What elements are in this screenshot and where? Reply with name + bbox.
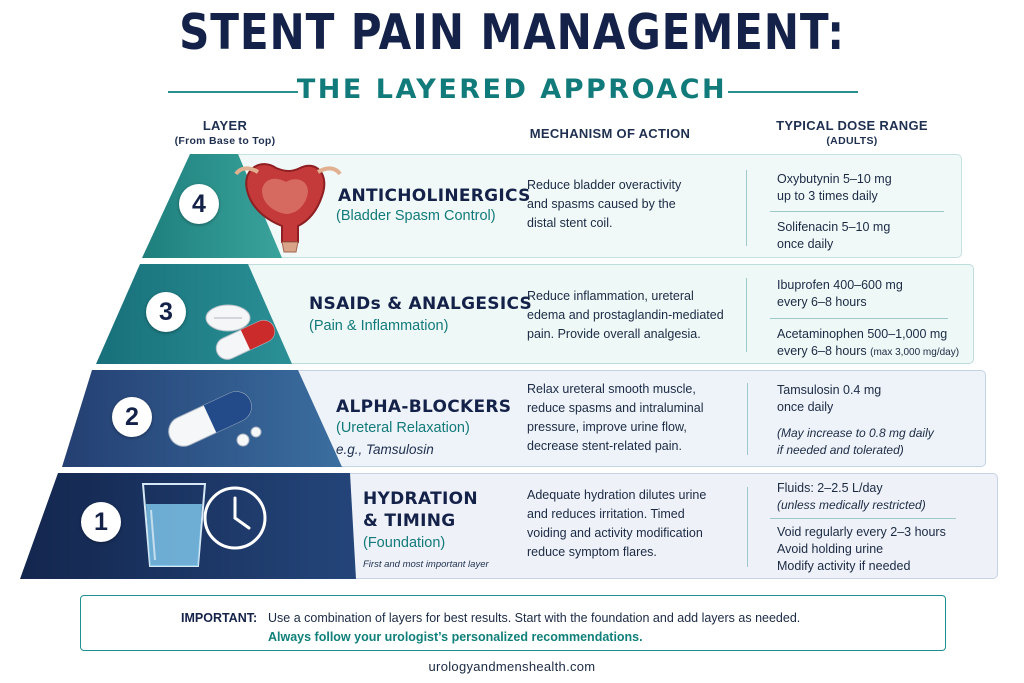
layer-3-divider	[746, 278, 747, 352]
layer-1-dose-separator	[770, 518, 956, 519]
layer-2-number-badge: 2	[112, 397, 152, 437]
layer-1-dose-line: Void regularly every 2–3 hours	[777, 525, 946, 539]
layer-1-dose-b: Void regularly every 2–3 hours Avoid hol…	[777, 524, 946, 575]
layer-3-dose-line: every 6–8 hours	[777, 295, 867, 309]
layer-2-mechanism-line: decrease stent-related pain.	[527, 439, 682, 453]
layer-1-divider	[747, 487, 748, 567]
layer-3-mechanism-line: pain. Provide overall analgesia.	[527, 327, 701, 341]
layer-1-number-badge: 1	[81, 502, 121, 542]
layer-4-mechanism-line: distal stent coil.	[527, 216, 613, 230]
layer-3-subtitle: (Pain & Inflammation)	[309, 318, 449, 334]
subtitle-divider-left	[168, 91, 298, 93]
layer-1-name-line: & TIMING	[363, 511, 456, 531]
layer-4-divider	[746, 170, 747, 246]
layer-4-dose-line: Solifenacin 5–10 mg	[777, 220, 891, 234]
layer-4-subtitle: (Bladder Spasm Control)	[336, 208, 496, 224]
layer-2-subtitle: (Ureteral Relaxation)	[336, 420, 470, 436]
layer-1-mechanism-line: voiding and activity modification	[527, 526, 703, 540]
layer-4-mechanism-line: Reduce bladder overactivity	[527, 178, 682, 192]
layer-2-mechanism-line: pressure, improve urine flow,	[527, 420, 687, 434]
layer-3-dose-separator	[770, 318, 948, 319]
layer-4-panel	[230, 154, 962, 258]
layer-4-name: ANTICHOLINERGICS	[338, 186, 531, 206]
dose-header-sub: (ADULTS)	[826, 135, 878, 147]
layer-2-dose-line: if needed and tolerated)	[777, 443, 904, 457]
layer-3-dose-line: Ibuprofen 400–600 mg	[777, 278, 903, 292]
footer-website: urologyandmenshealth.com	[428, 659, 596, 674]
water-glass-icon	[141, 483, 207, 567]
layer-2-divider	[747, 383, 748, 455]
layer-1-dose-line: (unless medically restricted)	[777, 498, 926, 512]
layer-3-mechanism-line: edema and prostaglandin-mediated	[527, 308, 724, 322]
layer-1-dose-line: Avoid holding urine	[777, 542, 884, 556]
layer-1-name-line: HYDRATION	[363, 489, 478, 509]
layer-3-dose-b: Acetaminophen 500–1,000 mg every 6–8 hou…	[777, 326, 959, 361]
dose-column-header: TYPICAL DOSE RANGE (ADULTS)	[762, 118, 942, 147]
bladder-icon	[234, 163, 342, 253]
dose-header-label: TYPICAL DOSE RANGE	[776, 118, 928, 133]
layer-3-mechanism-line: Reduce inflammation, ureteral	[527, 289, 694, 303]
layer-2-panel	[250, 370, 986, 467]
layer-2-dose-a: Tamsulosin 0.4 mg once daily	[777, 382, 881, 416]
layer-4-number-badge: 4	[179, 184, 219, 224]
layer-3-dose-max-note: (max 3,000 mg/day)	[870, 347, 960, 358]
layer-4-mechanism-line: and spasms caused by the	[527, 197, 676, 211]
important-emphasis: Always follow your urologist’s personali…	[268, 630, 643, 644]
layer-column-header: LAYER (From Base to Top)	[160, 118, 290, 147]
layer-1-dose-line: Modify activity if needed	[777, 559, 911, 573]
layer-1-mechanism-line: reduce symptom flares.	[527, 545, 657, 559]
layer-2-name: ALPHA-BLOCKERS	[336, 397, 512, 417]
layer-1-mechanism: Adequate hydration dilutes urine and red…	[527, 486, 737, 562]
layer-1-dose-a: Fluids: 2–2.5 L/day (unless medically re…	[777, 480, 926, 514]
layer-3-mechanism: Reduce inflammation, ureteral edema and …	[527, 287, 743, 344]
layer-4-mechanism: Reduce bladder overactivity and spasms c…	[527, 176, 737, 233]
layer-2-dose-line: (May increase to 0.8 mg daily	[777, 426, 934, 440]
layer-3-panel	[232, 264, 974, 364]
page-title: STENT PAIN MANAGEMENT:	[179, 4, 845, 61]
layer-3-dose-a: Ibuprofen 400–600 mg every 6–8 hours	[777, 277, 903, 311]
layer-4-dose-line: up to 3 times daily	[777, 189, 878, 203]
layer-1-name: HYDRATION & TIMING	[363, 488, 478, 532]
layer-1-subtitle: (Foundation)	[363, 535, 446, 551]
layer-2-mechanism-line: Relax ureteral smooth muscle,	[527, 382, 696, 396]
layer-3-dose-line: every 6–8 hours (max 3,000 mg/day)	[777, 344, 960, 358]
layer-1-dose-line: Fluids: 2–2.5 L/day	[777, 481, 883, 495]
layer-2-mechanism: Relax ureteral smooth muscle, reduce spa…	[527, 380, 737, 456]
mechanism-column-header: MECHANISM OF ACTION	[529, 126, 691, 141]
layer-1-mechanism-line: Adequate hydration dilutes urine	[527, 488, 707, 502]
layer-1-mechanism-line: and reduces irritation. Timed	[527, 507, 685, 521]
layer-2-dose-line: once daily	[777, 400, 834, 414]
layer-4-dose-line: once daily	[777, 237, 834, 251]
subtitle-divider-right	[728, 91, 858, 93]
layer-2-example: e.g., Tamsulosin	[336, 442, 434, 457]
layer-4-dose-line: Oxybutynin 5–10 mg	[777, 172, 892, 186]
layer-2-dose-line: Tamsulosin 0.4 mg	[777, 383, 882, 397]
clock-icon	[203, 486, 267, 550]
layer-2-dose-b: (May increase to 0.8 mg daily if needed …	[777, 425, 934, 459]
important-label: IMPORTANT:	[181, 611, 258, 625]
pills-icon	[205, 304, 276, 360]
layer-2-mechanism-line: reduce spasms and intraluminal	[527, 401, 704, 415]
layer-4-dose-b: Solifenacin 5–10 mg once daily	[777, 219, 890, 253]
important-callout	[80, 595, 946, 651]
layer-4-dose-separator	[770, 211, 944, 212]
layer-3-name: NSAIDs & ANALGESICS	[309, 294, 533, 314]
layer-1-panel	[260, 473, 998, 579]
layer-header-sub: (From Base to Top)	[174, 135, 276, 147]
layer-4-dose-a: Oxybutynin 5–10 mg up to 3 times daily	[777, 171, 892, 205]
layer-header-label: LAYER	[202, 118, 248, 133]
important-text: Use a combination of layers for best res…	[268, 611, 801, 625]
capsule-icon	[168, 391, 262, 447]
layer-1-footnote: First and most important layer	[363, 559, 489, 570]
layer-3-number-badge: 3	[146, 292, 186, 332]
layer-3-band	[96, 264, 292, 364]
page-subtitle: THE LAYERED APPROACH	[296, 74, 728, 105]
layer-3-dose-line: Acetaminophen 500–1,000 mg	[777, 327, 948, 341]
